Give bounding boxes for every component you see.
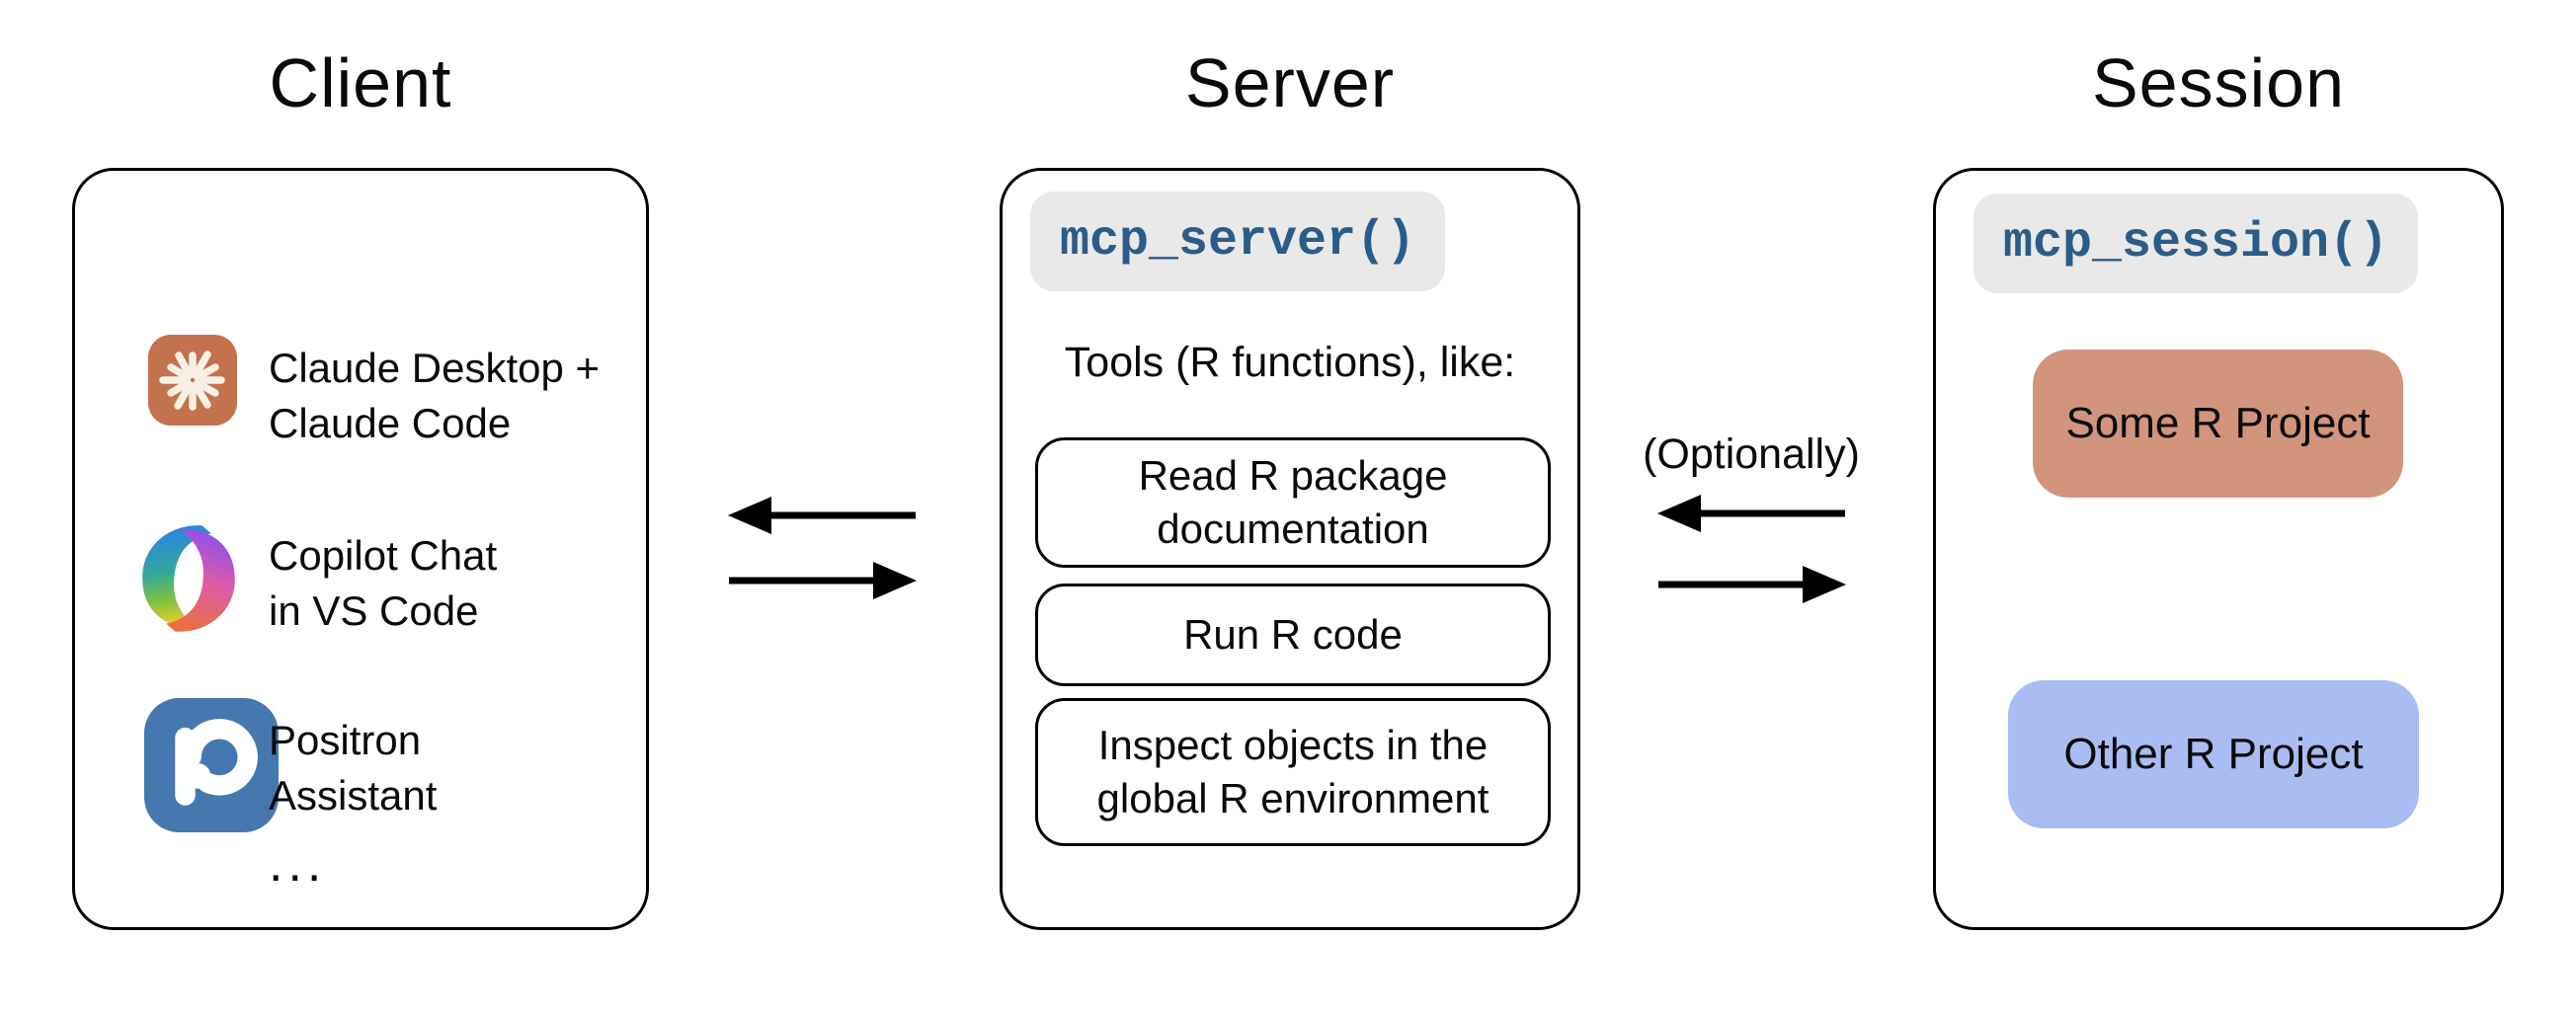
positron-icon <box>144 697 279 833</box>
tools-heading: Tools (R functions), like: <box>1064 339 1516 386</box>
mcp-session-code-badge: mcp_session() <box>1973 194 2419 293</box>
client-item-label: Copilot Chat in VS Code <box>269 532 498 634</box>
client-column-title: Client <box>269 44 452 121</box>
arrow-client-to-server-icon <box>726 559 919 602</box>
arrow-server-to-client-icon <box>726 494 919 537</box>
optionally-label: (Optionally) <box>1643 430 1860 478</box>
mcp-server-code-badge: mcp_server() <box>1030 192 1446 291</box>
client-more-ellipsis: ... <box>269 835 327 893</box>
tool-read-docs: Read R package documentation <box>1035 437 1551 568</box>
claude-icon <box>148 334 237 427</box>
some-r-project-box: Some R Project <box>2033 350 2403 498</box>
other-r-project-box: Other R Project <box>2008 680 2419 828</box>
client-item-label: Claude Desktop + Claude Code <box>269 345 601 446</box>
arrow-server-to-session-icon <box>1655 563 1848 606</box>
server-box: mcp_server() Tools (R functions), like: … <box>1000 168 1580 930</box>
tool-inspect-objects: Inspect objects in the global R environm… <box>1035 698 1551 846</box>
arrow-session-to-server-icon <box>1655 492 1848 535</box>
client-item-label: Positron Assistant <box>269 717 438 819</box>
copilot-icon <box>132 522 245 635</box>
session-column-title: Session <box>2091 44 2346 121</box>
tool-run-r-code: Run R code <box>1035 584 1551 686</box>
session-box: mcp_session() Some R Project Other R Pro… <box>1933 168 2504 930</box>
server-column-title: Server <box>1184 44 1396 121</box>
client-box: Claude Desktop + Claude Code Copilot Cha <box>72 168 649 930</box>
